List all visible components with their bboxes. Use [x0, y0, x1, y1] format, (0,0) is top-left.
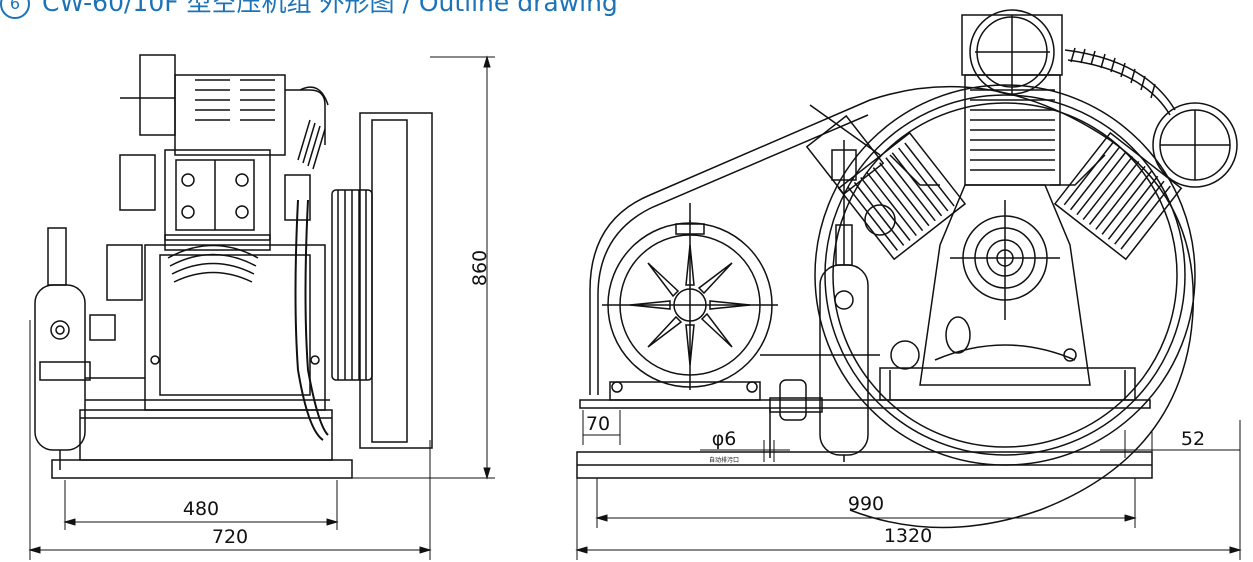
motor-foot	[609, 381, 761, 401]
title-text: CW-60/10F 型空压机组 外形图 / Outline drawing	[42, 0, 618, 17]
side-view: 720 480 860	[28, 54, 495, 560]
pressure-gauge	[864, 204, 896, 236]
crankcase	[144, 244, 326, 411]
sight-glass	[945, 316, 971, 354]
dim-length-total: 1320	[884, 525, 932, 547]
side-dimensions	[28, 55, 495, 560]
motor-vents	[629, 244, 751, 366]
head-top	[174, 74, 286, 156]
cylinder	[164, 149, 271, 241]
drain-valve	[779, 379, 807, 421]
safety-valve	[47, 227, 67, 286]
flywheel	[814, 84, 1196, 466]
small-receiver	[819, 264, 869, 456]
belt-guard	[359, 112, 433, 449]
dim-right-offset: 52	[1181, 428, 1205, 450]
pressure-switch	[106, 244, 143, 301]
discharge-pipe	[294, 199, 324, 441]
bolt	[181, 173, 195, 187]
elbow-pipe	[285, 89, 326, 145]
head-side-cap	[139, 54, 176, 136]
belt-guard-front	[589, 85, 1195, 529]
receiver-tank	[34, 284, 86, 451]
front-dimensions	[575, 410, 1242, 560]
dim-width-total: 720	[212, 526, 248, 548]
dim-drain: φ6	[712, 428, 737, 450]
dim-base-length: 990	[848, 493, 884, 515]
head-left	[805, 114, 885, 196]
drain-note: 自动排污口	[709, 456, 739, 464]
cylinder-right	[1053, 131, 1183, 261]
dim-left-offset: 70	[586, 413, 610, 435]
cylinder-left	[837, 131, 967, 261]
base-frame	[51, 459, 353, 479]
crankcase-fins	[167, 244, 259, 283]
unloader-valve	[119, 154, 156, 211]
pressure-gauge-2	[890, 340, 920, 370]
crankcase-cover	[159, 254, 311, 396]
crankcase-base	[879, 367, 1136, 401]
cooling-coil	[297, 119, 326, 170]
intercooler-coil	[1064, 49, 1176, 111]
front-view: 1320 990 70 52 φ6 自动排污口	[575, 9, 1242, 560]
dim-base-width: 480	[183, 498, 219, 520]
dim-height: 860	[469, 250, 491, 286]
intake-filter-right	[1152, 102, 1238, 188]
